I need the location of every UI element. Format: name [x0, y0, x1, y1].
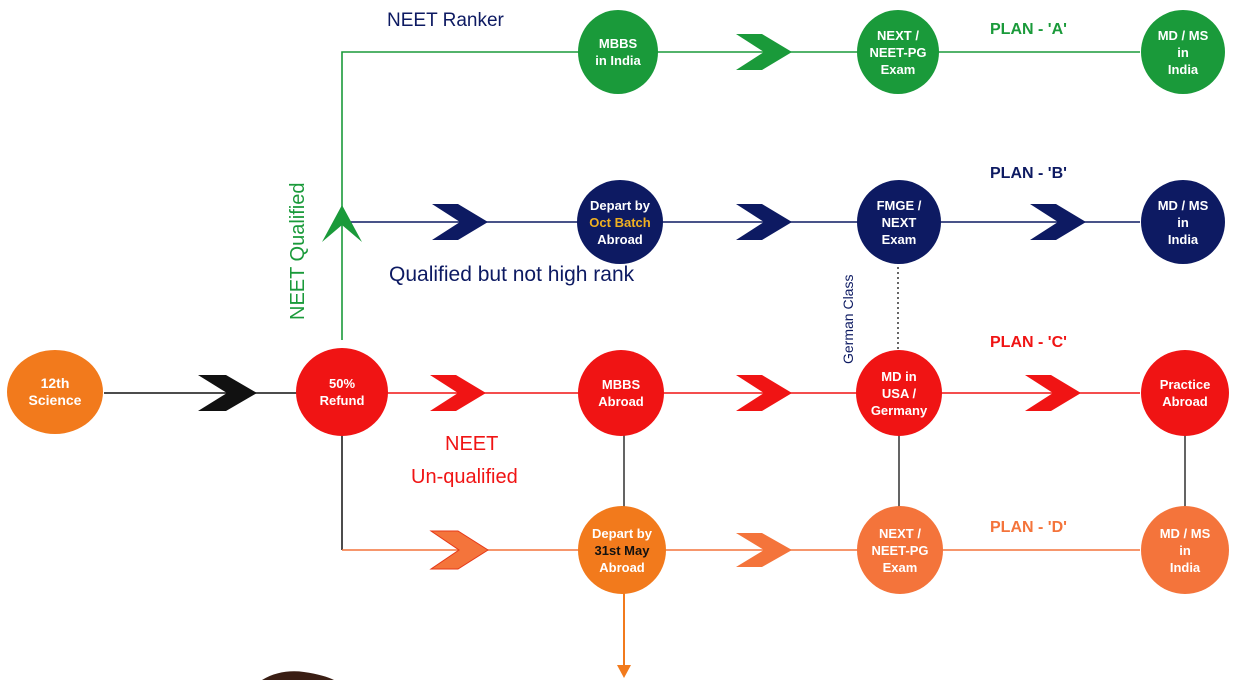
- node-text: Abroad: [598, 394, 644, 409]
- node-text: FMGE /: [876, 197, 922, 213]
- node-text: Abroad: [1162, 394, 1208, 409]
- orange-chevron-icon-1: [429, 530, 489, 570]
- node-12th-science: 12th Science: [7, 350, 103, 434]
- red-chevron-icon-2: [736, 375, 792, 411]
- node-text: Exam: [881, 231, 917, 247]
- node-50-refund: 50% Refund: [296, 348, 388, 436]
- node-text: MBBS: [601, 377, 641, 392]
- navy-chevron-icon-3: [1030, 204, 1086, 240]
- red-chevron-icon-3: [1025, 375, 1081, 411]
- node-text: Exam: [882, 559, 918, 575]
- node-text: Science: [28, 392, 82, 408]
- node-text: in India: [595, 53, 641, 68]
- green-chevron-up-icon: [322, 205, 362, 242]
- node-fmge-next: FMGE / NEXT Exam: [857, 180, 941, 264]
- node-practice-abroad: Practice Abroad: [1141, 350, 1229, 436]
- node-next-neet-pg-a: NEXT / NEET-PG Exam: [857, 10, 939, 94]
- node-text: MD / MS: [1157, 27, 1209, 43]
- node-mbbs-abroad: MBBS Abroad: [578, 350, 664, 436]
- node-text: MBBS: [598, 36, 638, 51]
- node-text: Depart by: [592, 525, 652, 541]
- label-qualified-not-high-rank: Qualified but not high rank: [389, 263, 635, 286]
- node-text: Germany: [870, 402, 928, 418]
- node-text: MD / MS: [1159, 525, 1211, 541]
- node-highlight-text: 31st May: [594, 542, 650, 558]
- node-text: in: [1177, 214, 1189, 230]
- plan-d-label: PLAN - 'D': [990, 519, 1067, 536]
- node-text: India: [1167, 61, 1199, 77]
- label-neet-unqualified-1: NEET: [445, 433, 499, 455]
- node-text: Exam: [880, 61, 916, 77]
- node-text: India: [1167, 231, 1199, 247]
- node-md-ms-india-a: MD / MS in India: [1141, 10, 1225, 94]
- navy-chevron-icon-1: [432, 204, 488, 240]
- node-md-ms-india-b: MD / MS in India: [1141, 180, 1225, 264]
- node-text: NEET-PG: [871, 542, 929, 558]
- black-chevron-icon: [198, 375, 257, 411]
- node-next-neet-pg-d: NEXT / NEET-PG Exam: [857, 506, 943, 594]
- node-md-usa-germany: MD in USA / Germany: [856, 350, 942, 436]
- node-text: NEXT: [881, 214, 917, 230]
- red-chevron-icon-1: [430, 375, 486, 411]
- plan-c-label: PLAN - 'C': [990, 334, 1067, 351]
- green-chevron-icon: [736, 34, 792, 70]
- node-text: MD / MS: [1157, 197, 1209, 213]
- down-arrow-head: [617, 665, 631, 678]
- node-text: India: [1169, 559, 1201, 575]
- node-md-ms-india-d: MD / MS in India: [1141, 506, 1229, 594]
- node-depart-oct-batch: Depart by Oct Batch Abroad: [577, 180, 663, 264]
- node-text: in: [1177, 44, 1189, 60]
- label-neet-ranker: NEET Ranker: [387, 10, 504, 31]
- node-mbbs-india: MBBS in India: [578, 10, 658, 94]
- node-text: Abroad: [597, 231, 643, 247]
- orange-chevron-icon-2: [736, 533, 792, 567]
- node-text: NEET-PG: [869, 44, 927, 60]
- green-connector: [341, 51, 580, 340]
- navy-chevron-icon-2: [736, 204, 792, 240]
- node-text: MD in: [881, 368, 917, 384]
- node-text: 12th: [40, 375, 70, 391]
- node-text: Abroad: [599, 559, 645, 575]
- node-depart-31st-may: Depart by 31st May Abroad: [578, 506, 666, 594]
- plan-b-label: PLAN - 'B': [990, 165, 1067, 182]
- plan-a-label: PLAN - 'A': [990, 21, 1067, 38]
- node-text: Depart by: [590, 197, 650, 213]
- node-text: Refund: [319, 393, 365, 408]
- node-text: NEXT /: [877, 27, 919, 43]
- node-text: in: [1179, 542, 1191, 558]
- node-text: USA /: [881, 385, 917, 401]
- node-highlight-text: Oct Batch: [589, 214, 651, 230]
- node-text: NEXT /: [879, 525, 921, 541]
- label-neet-unqualified-2: Un-qualified: [411, 466, 518, 488]
- node-text: 50%: [328, 376, 356, 391]
- node-text: Practice: [1159, 377, 1211, 392]
